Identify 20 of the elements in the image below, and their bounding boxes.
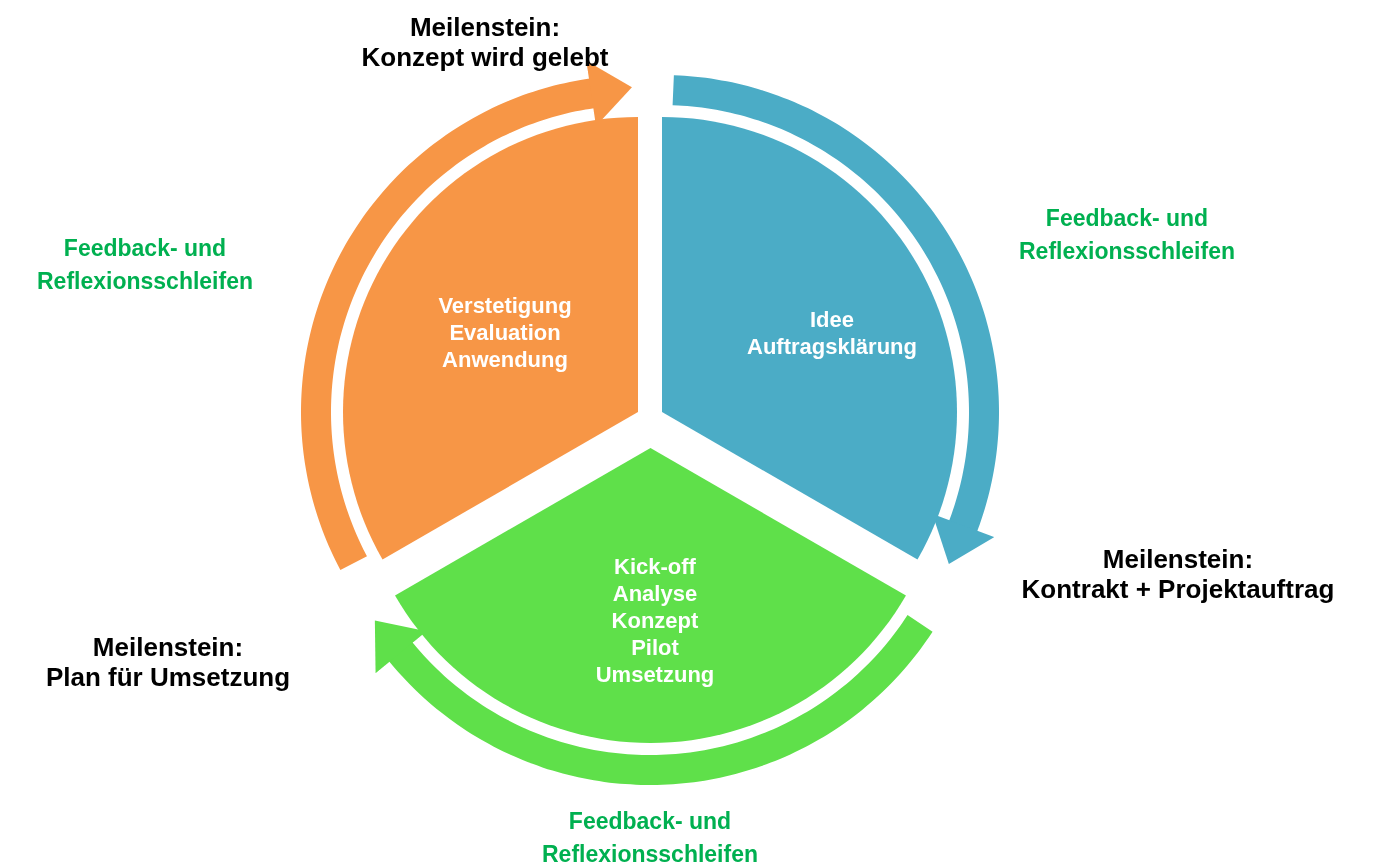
milestone-text: Kontrakt + Projektauftrag: [1021, 574, 1335, 604]
stage-label: Verstetigung: [438, 291, 572, 319]
stage-label: Konzept: [610, 606, 700, 634]
stage-label: Umsetzung: [595, 660, 715, 688]
feedback-note: Feedback- und Reflexionsschleifen: [541, 807, 759, 867]
stage-label: Pilot: [630, 633, 680, 661]
feedback-note: Feedback- und Reflexionsschleifen: [1018, 204, 1236, 266]
milestone-text: Plan für Umsetzung: [45, 662, 291, 692]
stage-label: Kick-off: [613, 552, 697, 580]
curved-arrow: [374, 615, 933, 785]
stage-label: Anwendung: [441, 345, 569, 373]
milestone-heading: Meilenstein:: [1101, 544, 1255, 574]
feedback-note: Feedback- und Reflexionsschleifen: [36, 234, 254, 296]
milestone-heading: Meilenstein:: [408, 12, 562, 42]
stage-label: Auftragsklärung: [747, 333, 917, 360]
stage-label: Idee: [809, 306, 855, 333]
stage-label: Evaluation: [448, 318, 562, 346]
milestone-heading: Meilenstein:: [91, 632, 245, 662]
stage-label: Analyse: [611, 579, 699, 607]
milestone-text: Konzept wird gelebt: [361, 42, 609, 72]
